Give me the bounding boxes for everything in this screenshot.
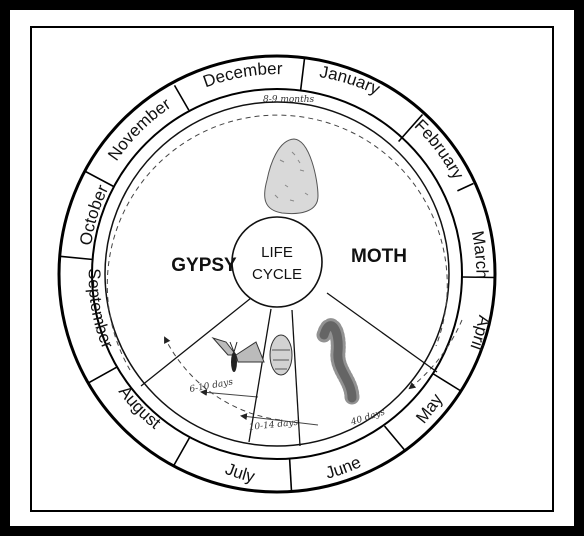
center-label-line2: CYCLE — [252, 266, 302, 283]
egg-duration-note: 8-9 months — [263, 95, 315, 105]
gypsy-label: GYPSY — [171, 255, 237, 276]
center-circle — [232, 217, 322, 307]
center-label-line1: LIFE — [261, 244, 293, 261]
moth-label: MOTH — [351, 246, 407, 267]
pupa-illustration — [270, 335, 292, 375]
